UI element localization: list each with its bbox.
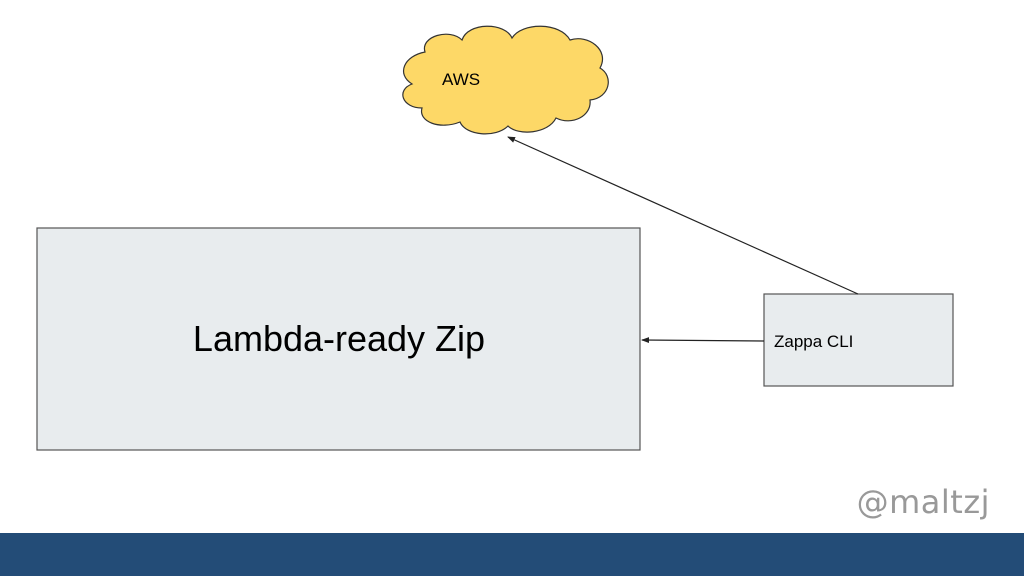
lambda-zip-box[interactable] bbox=[36, 227, 641, 451]
author-handle-watermark: @maltzj bbox=[856, 483, 990, 521]
zappa-cli-label: Zappa CLI bbox=[774, 332, 854, 351]
footer-bar bbox=[0, 533, 1024, 576]
aws-label: AWS bbox=[442, 70, 481, 89]
lambda-zip-label: Lambda-ready Zip bbox=[192, 318, 486, 359]
arrow-zappa-to-aws bbox=[507, 136, 859, 295]
zappa-cli-box[interactable] bbox=[763, 293, 954, 387]
aws-cloud-shape[interactable] bbox=[402, 25, 609, 135]
arrow-zappa-to-zip bbox=[641, 337, 765, 344]
